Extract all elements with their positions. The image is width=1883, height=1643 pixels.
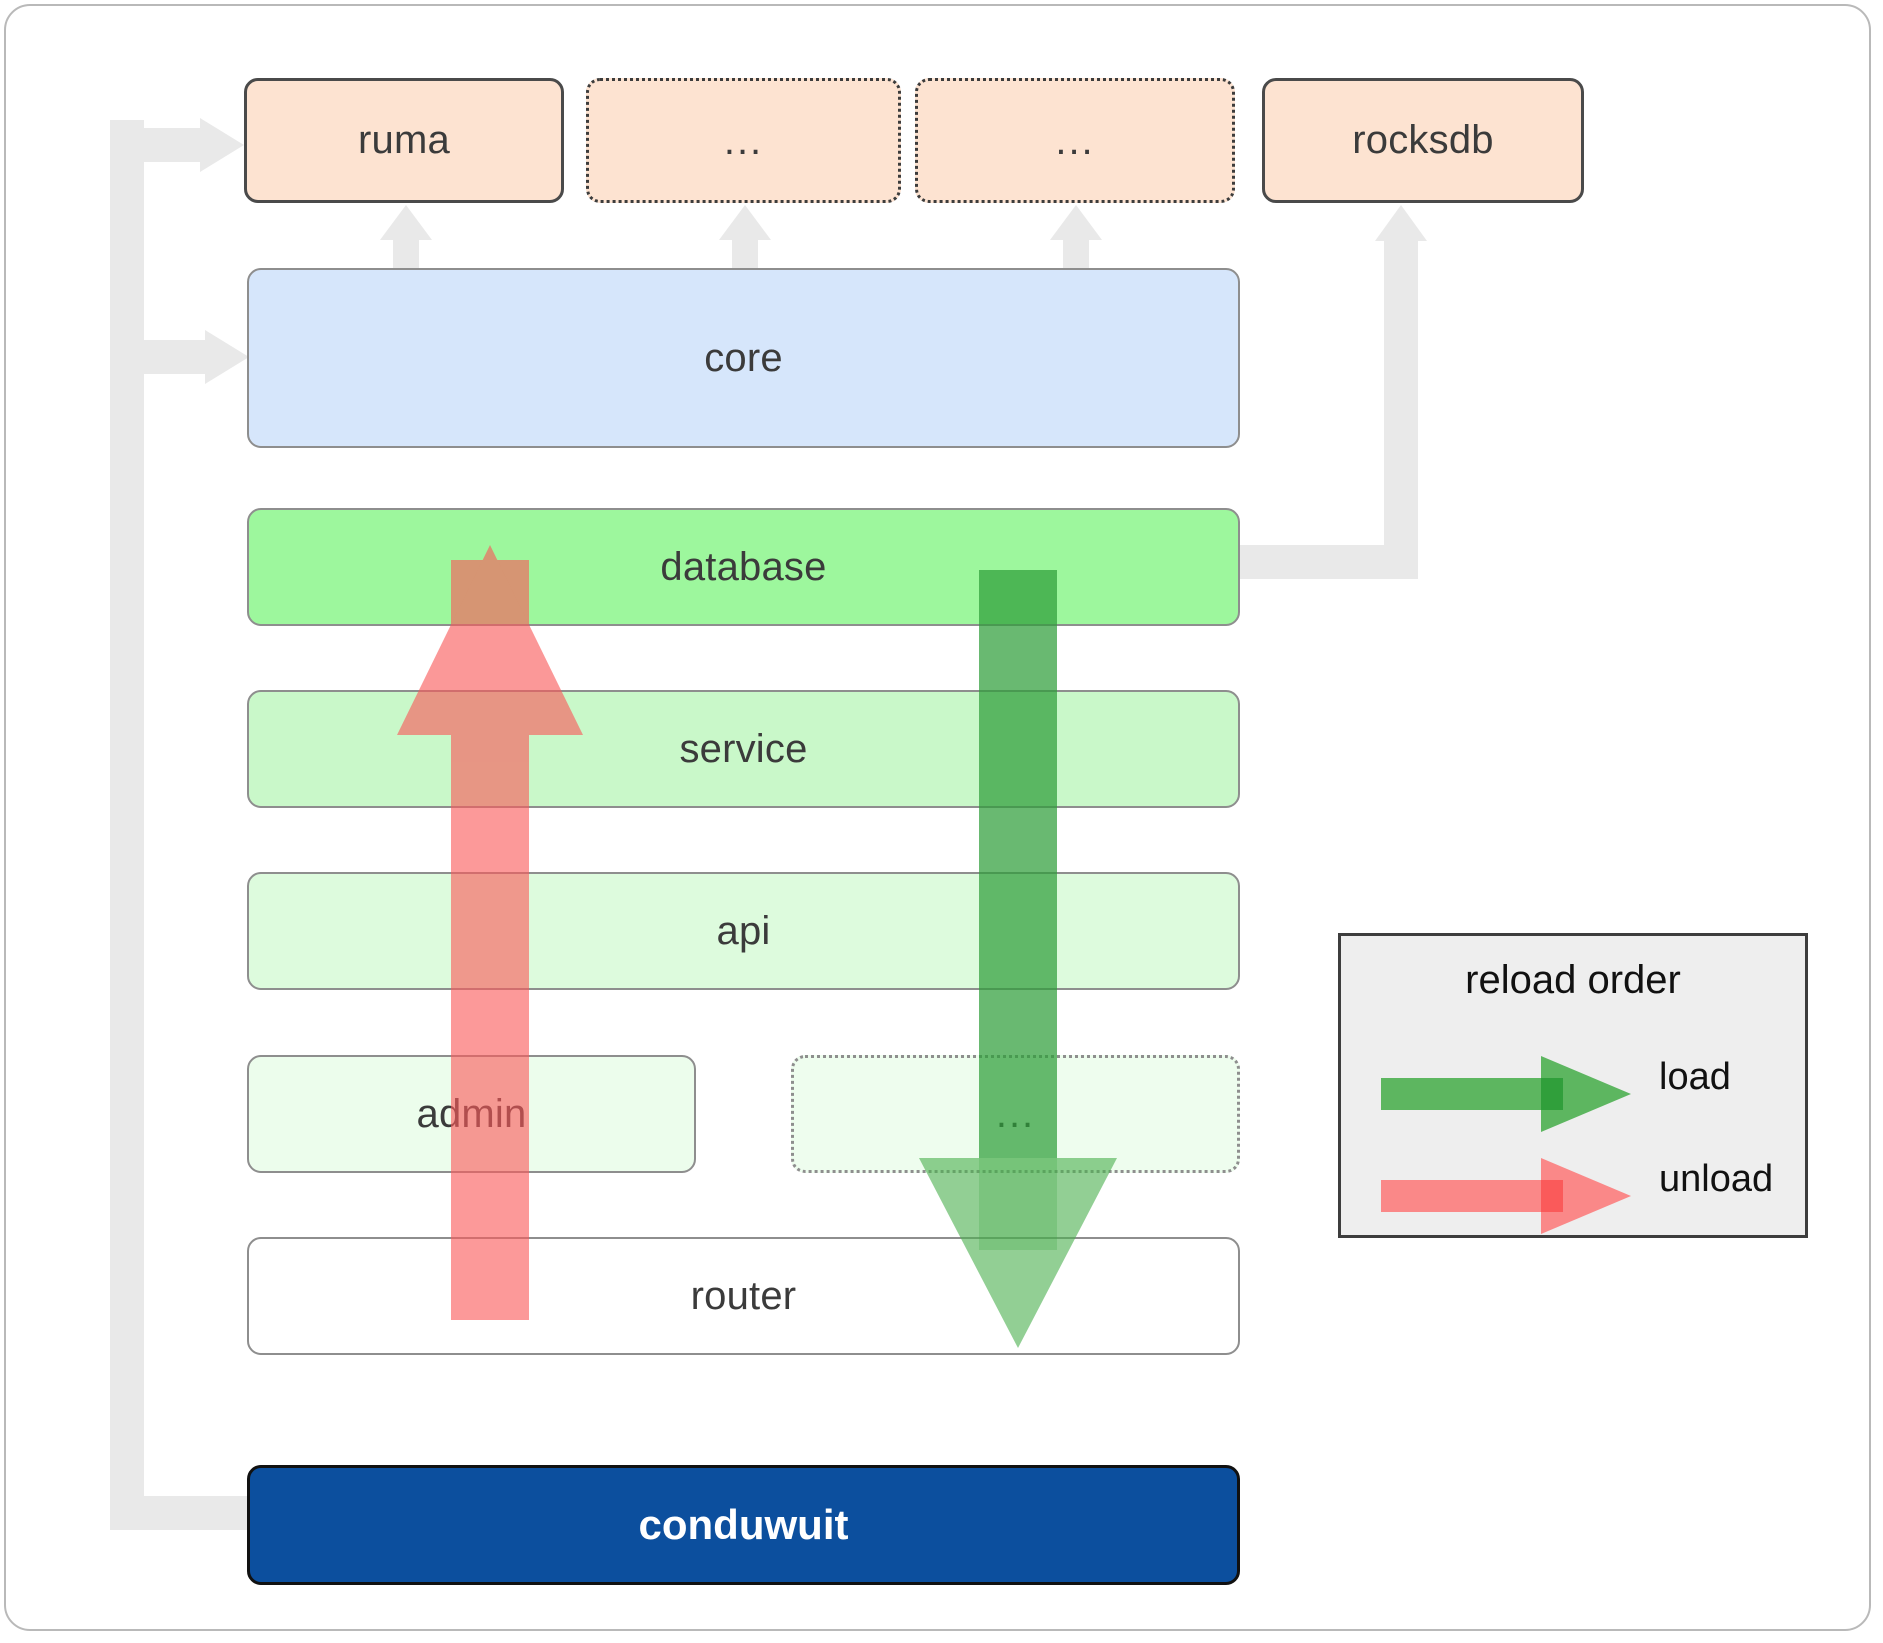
dependency-label-dots-b: ... (1055, 118, 1095, 163)
binary-label-conduwuit: conduwuit (638, 1501, 849, 1548)
dependency-label-dots-a: ... (723, 118, 764, 163)
legend-row-unload: unload (1341, 1156, 1805, 1236)
dependency-box-dots-a[interactable]: ... (586, 78, 901, 203)
legend-load-arrow-icon (1381, 1056, 1631, 1132)
crate-label-admin: admin (416, 1091, 527, 1136)
crate-label-service: service (679, 726, 808, 771)
dependency-box-rocksdb[interactable]: rocksdb (1262, 78, 1584, 203)
crate-box-router[interactable]: router (247, 1237, 1240, 1355)
crate-label-dots-c: ... (995, 1092, 1036, 1136)
dependency-label-rocksdb: rocksdb (1352, 118, 1494, 162)
legend-title: reload order (1465, 958, 1681, 1002)
crate-box-dots-c[interactable]: ... (791, 1055, 1240, 1173)
crate-box-core[interactable]: core (247, 268, 1240, 448)
dependency-box-dots-b[interactable]: ... (915, 78, 1235, 203)
crate-label-database: database (660, 544, 827, 589)
diagram-frame (4, 4, 1871, 1631)
crate-box-api[interactable]: api (247, 872, 1240, 990)
dependency-box-ruma[interactable]: ruma (244, 78, 564, 203)
legend-row-load: load (1341, 1054, 1805, 1134)
crate-box-admin[interactable]: admin (247, 1055, 696, 1173)
legend-label-unload: unload (1659, 1158, 1774, 1200)
crate-label-api: api (716, 908, 771, 953)
crate-label-core: core (704, 335, 783, 380)
legend-label-load: load (1659, 1056, 1731, 1098)
binary-box-conduwuit[interactable]: conduwuit (247, 1465, 1240, 1585)
crate-label-router: router (690, 1273, 797, 1318)
legend-unload-arrow-icon (1381, 1158, 1631, 1234)
legend-panel: reload order load unload (1338, 933, 1808, 1238)
crate-box-service[interactable]: service (247, 690, 1240, 808)
crate-box-database[interactable]: database (247, 508, 1240, 626)
dependency-label-ruma: ruma (358, 118, 450, 162)
